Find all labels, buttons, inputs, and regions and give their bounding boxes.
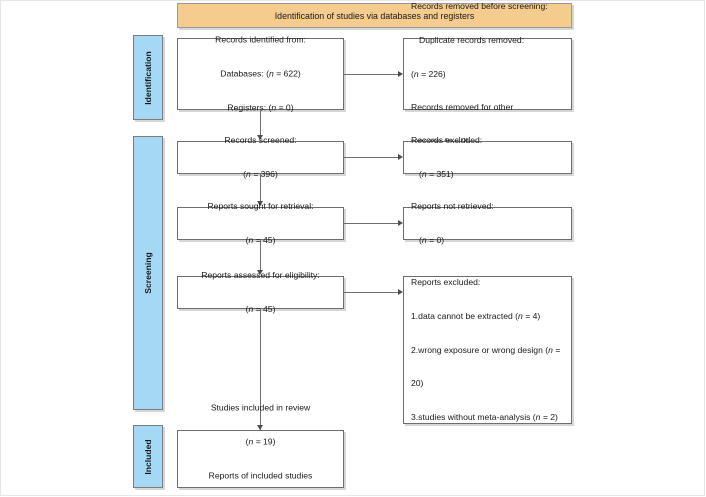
box-records-screened: Records screened: (n = 396) [177,135,344,179]
stage-band-identification: Identification [133,35,163,120]
arrowhead-identified-to-screened [257,135,263,140]
box-records-excluded: Records excluded: (n = 351) [403,135,572,179]
arrowhead-assessed-to-included [257,425,263,430]
reports-not-retrieved-line2: (n = 0) [419,234,445,245]
box-records-removed-content: Records removed before screening: Duplic… [404,0,571,169]
records-identified-line2: Databases: (n = 622) [220,68,301,79]
box-records-identified: Records identified from: Databases: (n =… [177,35,344,112]
arrowhead-sought-to-not-retrieved [398,219,403,226]
reports-excluded-line3: 2.wrong exposure or wrong design (n = [411,344,561,355]
stage-band-screening: Screening [133,136,163,410]
records-identified-line3: Registers: (n = 0) [227,102,294,113]
connector-sought-to-not-retrieved [344,223,398,224]
stage-band-identification-label: Identification [143,50,153,105]
reports-excluded-line5: 3.studies without meta-analysis (n = 2) [411,411,558,422]
box-studies-included-content: Studies included in review (n = 19) Repo… [178,381,343,497]
studies-included-line1: Studies included in review [210,402,311,413]
box-reports-not-retrieved: Reports not retrieved: (n = 0) [403,201,572,245]
records-removed-line4: Records removed for other [411,102,514,113]
records-removed-line3: (n = 226) [411,68,446,79]
studies-included-line3: Reports of included studies [208,470,313,481]
stage-band-included-label: Included [143,438,153,475]
box-reports-assessed-content: Reports assessed for eligibility: (n = 4… [178,248,343,338]
reports-excluded-line2: 1.data cannot be extracted (n = 4) [411,310,541,321]
reports-assessed-line1: Reports assessed for eligibility: [201,270,320,281]
reports-not-retrieved-line1: Reports not retrieved: [411,201,494,212]
box-records-screened-content: Records screened: (n = 396) [178,113,343,203]
reports-sought-line1: Reports sought for retrieval: [207,201,314,212]
arrowhead-assessed-to-excluded [398,288,403,295]
records-identified-line1: Records identified from: [215,34,306,45]
connector-screened-to-excluded [344,157,398,158]
connector-assessed-to-excluded [344,292,398,293]
studies-included-line2: (n = 19) [245,436,276,447]
box-reports-assessed: Reports assessed for eligibility: (n = 4… [177,270,344,314]
box-reports-excluded-content: Reports excluded: 1.data cannot be extra… [404,255,571,445]
connector-assessed-to-included [260,309,261,430]
box-records-excluded-content: Records excluded: (n = 351) [404,113,571,203]
reports-assessed-line2: (n = 45) [245,303,276,314]
reports-sought-line2: (n = 45) [245,234,276,245]
connector-sought-to-assessed [260,240,261,271]
arrowhead-screened-to-sought [257,201,263,206]
box-reports-sought: Reports sought for retrieval: (n = 45) [177,201,344,245]
stage-band-screening-label: Screening [143,252,153,294]
arrowhead-screened-to-excluded [398,153,403,160]
connector-screened-to-sought [260,174,261,202]
records-removed-line1: Records removed before screening: [411,1,548,12]
header-title: Identification of studies via databases … [274,10,475,21]
records-screened-line1: Records screened: [224,135,297,146]
records-removed-line2: Duplicate records removed: [419,34,525,45]
box-studies-included: Studies included in review (n = 19) Repo… [177,403,344,488]
records-excluded-line1: Records excluded: [411,135,483,146]
reports-excluded-line4: 20) [411,378,424,389]
records-removed-line5: reasons (n = 0) [411,136,564,147]
stage-band-included: Included [133,425,163,488]
box-reports-sought-content: Reports sought for retrieval: (n = 45) [178,179,343,269]
records-excluded-line2: (n = 351) [419,168,454,179]
arrowhead-identified-to-removed [398,70,403,77]
box-reports-excluded: Reports excluded: 1.data cannot be extra… [403,276,572,424]
reports-excluded-line1: Reports excluded: [411,277,481,288]
arrowhead-sought-to-assessed [257,270,263,275]
box-records-removed: Records removed before screening: Duplic… [403,1,572,146]
connector-identified-to-removed [344,74,398,75]
identification-header-banner: Identification of studies via databases … [177,3,572,28]
box-reports-not-retrieved-content: Reports not retrieved: (n = 0) [404,179,571,269]
records-screened-line2: (n = 396) [243,168,278,179]
box-records-identified-content: Records identified from: Databases: (n =… [178,12,343,135]
connector-identified-to-screened [260,110,261,136]
